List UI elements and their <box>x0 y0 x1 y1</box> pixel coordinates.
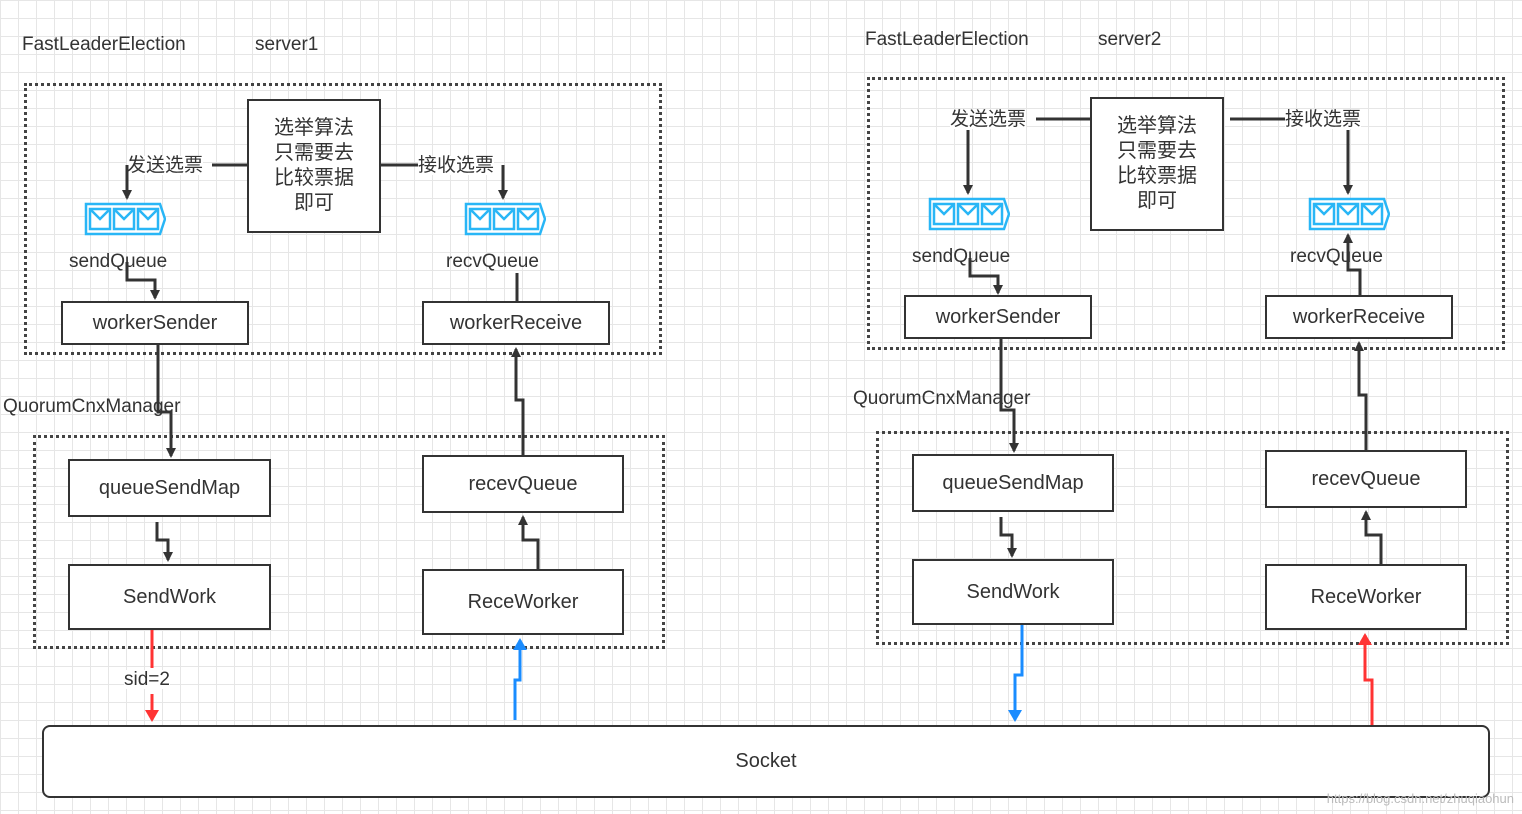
server1-recev-queue: recevQueue <box>422 455 624 513</box>
server1-worker-sender: workerSender <box>61 301 249 345</box>
server2-receive-to-recvqueue <box>1343 233 1362 295</box>
server1-election-region <box>24 83 662 355</box>
server2-send-vote-label: 发送选票 <box>950 109 1027 130</box>
server1-send-vote-label: 发送选票 <box>127 155 204 176</box>
socket-box: Socket <box>42 725 1490 798</box>
server2-receworker-to-recevqueue <box>1361 510 1383 564</box>
message-queue-icon <box>1308 197 1390 231</box>
server1-recevqueue-to-receive <box>511 347 525 455</box>
server2-manager-region <box>876 431 1509 645</box>
server2-sender-to-queuesendmap <box>999 339 1019 453</box>
server2-rece-worker: ReceWorker <box>1265 564 1467 630</box>
watermark: https://blog.csdn.net/zhuqiaohun <box>1326 791 1514 806</box>
server2-send-work: SendWork <box>912 559 1114 625</box>
server1-sendqueue-to-sender <box>125 262 160 300</box>
server1-recv-vote-label: 接收选票 <box>418 155 495 176</box>
message-queue-icon <box>464 202 546 236</box>
server2-worker-sender: workerSender <box>904 295 1092 339</box>
message-queue-icon <box>84 202 166 236</box>
server2-recev-queue: recevQueue <box>1265 450 1467 508</box>
server2-recevqueue-to-receive <box>1354 341 1368 450</box>
server1-name: server1 <box>255 34 319 55</box>
server1-queue-send-map: queueSendMap <box>68 459 271 517</box>
socket-to-server2-receworker <box>1358 633 1374 725</box>
server2-queue-send-map: queueSendMap <box>912 454 1114 512</box>
server2-sendqueue-to-sender <box>968 258 1003 295</box>
socket-to-server1-receworker <box>513 638 527 720</box>
server2-recv-queue-label: recvQueue <box>1290 246 1383 267</box>
server2-algorithm-box: 选举算法 只需要去 比较票据 即可 <box>1090 97 1224 231</box>
server1-sid-label: sid=2 <box>124 669 170 690</box>
server1-manager-label: QuorumCnxManager <box>3 396 181 417</box>
server2-manager-label: QuorumCnxManager <box>853 388 1031 409</box>
server2-name: server2 <box>1098 29 1162 50</box>
server1-send-queue-label: sendQueue <box>69 251 168 272</box>
server1-title: FastLeaderElection <box>22 34 186 55</box>
server2-title: FastLeaderElection <box>865 29 1029 50</box>
server2-worker-receive: workerReceive <box>1265 295 1453 339</box>
server1-algorithm-box: 选举算法 只需要去 比较票据 即可 <box>247 99 381 233</box>
server1-send-work: SendWork <box>68 564 271 630</box>
server2-send-queue-label: sendQueue <box>912 246 1011 267</box>
server1-sender-to-queuesendmap <box>156 345 176 458</box>
server1-rece-worker: ReceWorker <box>422 569 624 635</box>
server2-election-region <box>867 77 1505 350</box>
server1-manager-region <box>33 435 665 649</box>
server2-sendwork-to-socket <box>1008 625 1024 722</box>
server1-receworker-to-recevqueue <box>518 515 540 569</box>
server2-queuesendmap-to-sendwork <box>999 517 1017 558</box>
message-queue-icon <box>928 197 1010 231</box>
server1-recv-queue-label: recvQueue <box>446 251 539 272</box>
server1-queuesendmap-to-sendwork <box>155 522 173 562</box>
server2-recv-vote-label: 接收选票 <box>1285 109 1362 130</box>
server1-worker-receive: workerReceive <box>422 301 610 345</box>
